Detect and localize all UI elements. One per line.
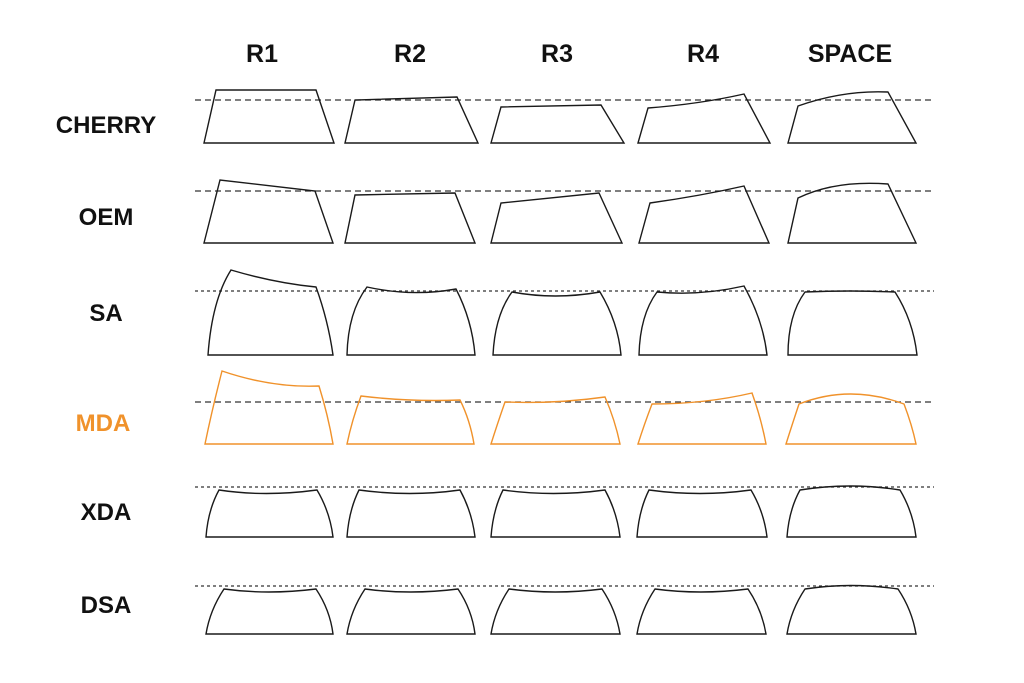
keycap-xda-r1 [205,489,334,538]
keycap-dsa-space [786,584,917,635]
keycap-xda-r3 [490,489,621,538]
keycap-mda-space [785,393,917,445]
column-header-r2: R2 [394,40,426,68]
keycap-dsa-r1 [205,588,334,635]
keycap-xda-space [786,485,917,538]
keycap-sa-r1 [207,269,334,356]
keycap-cherry-r4 [637,93,772,144]
row-label-sa: SA [89,300,123,327]
row-label-oem: OEM [78,204,134,231]
column-header-space: SPACE [807,40,893,68]
keycap-sa-r4 [638,285,768,356]
keycap-mda-r3 [490,396,621,445]
keycap-oem-space [787,182,918,244]
keycap-dsa-r4 [636,588,767,635]
keycap-dsa-r2 [346,588,476,635]
row-label-xda: XDA [80,499,132,526]
column-header-r4: R4 [687,40,719,68]
keycap-sa-r2 [346,286,476,356]
keycap-oem-r1 [203,179,334,244]
keycap-cherry-r2 [344,96,480,144]
column-header-r1: R1 [246,40,278,68]
keycap-sa-r3 [492,291,622,356]
row-label-mda: MDA [75,410,131,437]
keycap-oem-r2 [344,192,477,244]
keycap-mda-r1 [204,370,334,445]
keycap-mda-r4 [637,392,767,445]
keycap-mda-r2 [346,395,475,445]
row-label-cherry: CHERRY [55,112,157,139]
keycap-sa-space [787,290,918,356]
column-header-r3: R3 [541,40,573,68]
keycap-oem-r4 [638,185,771,244]
keycap-cherry-r1 [203,89,335,144]
keycap-oem-r3 [490,192,624,244]
keycap-dsa-r3 [490,588,621,635]
row-label-dsa: DSA [80,592,132,619]
keycap-cherry-r3 [490,104,626,144]
keycap-xda-r2 [346,489,476,538]
keycap-cherry-space [787,91,918,144]
keycap-xda-r4 [636,489,768,538]
